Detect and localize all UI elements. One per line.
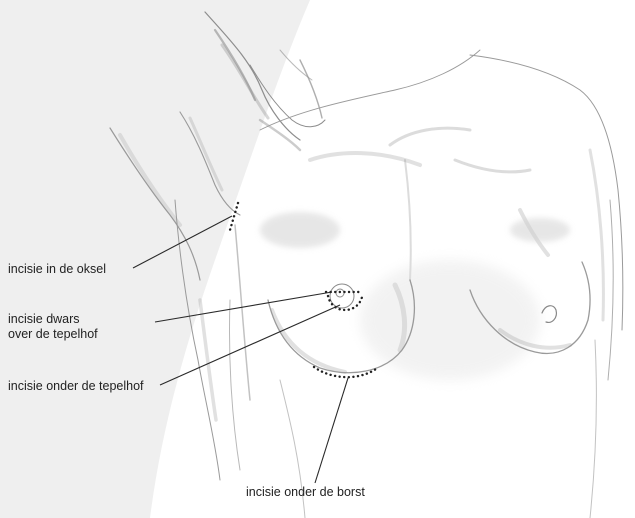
label-incision-axilla: incisie in de oksel <box>8 262 106 277</box>
label-incision-across-areola-line2: over de tepelhof <box>8 327 98 342</box>
label-incision-below-breast: incisie onder de borst <box>246 485 365 500</box>
label-incision-across-areola-line1: incisie dwars <box>8 312 98 327</box>
background-panel <box>0 0 310 518</box>
leader-onder-borst <box>315 378 348 483</box>
label-incision-across-areola: incisie dwars over de tepelhof <box>8 312 98 342</box>
label-incision-below-areola: incisie onder de tepelhof <box>8 379 144 394</box>
